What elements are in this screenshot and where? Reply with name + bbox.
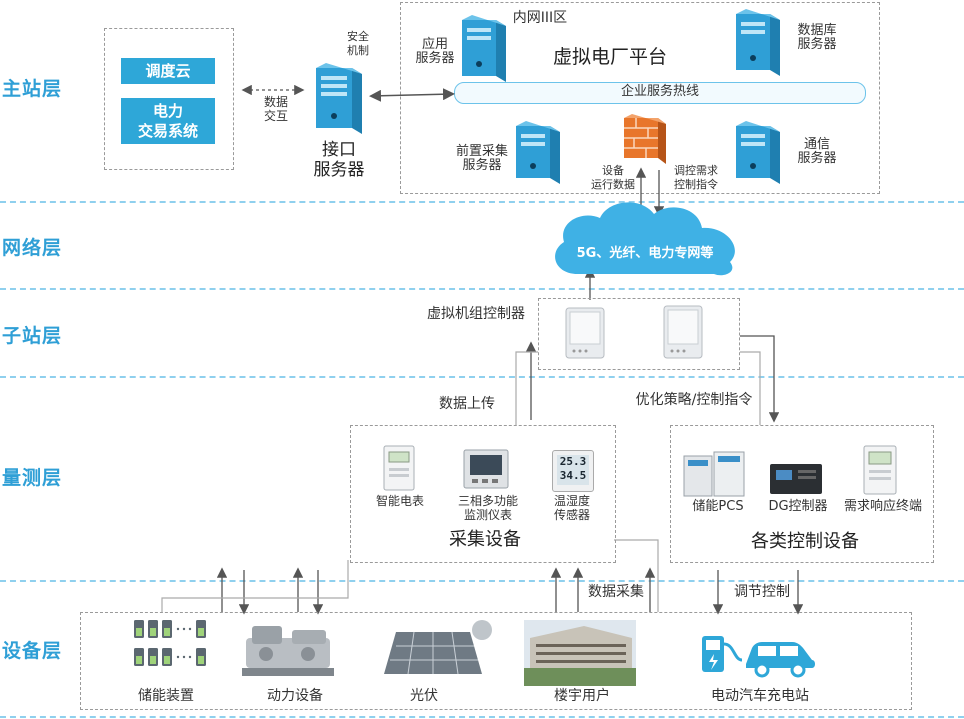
layer-device-label: 设备层 [2,640,63,662]
intranet-zone-label: 内网III区 [512,10,568,26]
ev-charging-icon [702,636,815,678]
power-equipment-icon [242,626,334,676]
control-cmd-label: 调控需求 控制指令 [674,164,718,191]
dr-terminal-icon [863,445,897,495]
controller-device-1-icon [565,307,605,359]
security-label: 安全 机制 [347,30,369,57]
layer-network-label: 网络层 [2,237,63,259]
control-devices-box [670,425,934,563]
device-data-label: 设备 运行数据 [591,164,635,191]
app-server-icon [462,15,506,82]
storage-pcs-label: 储能PCS [692,499,744,514]
controller-label: 虚拟机组控制器 [427,306,525,322]
temp-sensor-reading-1: 25.3 [559,455,587,468]
data-exchange-label: 数据 交互 [263,95,288,123]
divider-measure-device [0,580,964,582]
interface-server-icon [316,63,362,134]
divider-substation-measure [0,376,964,378]
strategy-label: 优化策略/控制指令 [635,392,753,408]
dg-controller-icon [770,464,822,494]
network-cloud-label: 5G、光纤、电力专网等 [576,246,714,261]
temp-sensor-icon: 25.3 34.5 [552,450,594,492]
divider-bottom [0,716,964,718]
collect-devices-box [350,425,616,563]
controller-device-2-icon [663,305,703,359]
pv-panel-icon [384,620,492,675]
layer-substation-label: 子站层 [2,325,63,347]
storage-label: 储能装置 [138,688,194,704]
comm-server-icon [736,121,780,184]
front-server-label: 前置采集 服务器 [455,144,508,173]
building-label: 楼宇用户 [554,688,610,704]
regulate-label: 调节控制 [734,584,790,600]
dg-controller-label: DG控制器 [768,499,828,514]
divider-network-substation [0,288,964,290]
device-layer-box [80,612,912,710]
front-server-icon [516,121,560,184]
network-cloud-icon [555,202,735,276]
app-server-label: 应用 服务器 [415,37,455,66]
controller-box [538,298,740,370]
dr-terminal-label: 需求响应终端 [843,499,922,514]
temp-sensor-reading-2: 34.5 [559,469,587,482]
service-bus-label: 企业服务热线 [620,84,699,99]
db-server-icon [736,9,780,76]
data-upload-label: 数据上传 [439,396,495,412]
layer-master-label: 主站层 [2,78,63,100]
power-trading-box: 电力 交易系统 [121,98,215,144]
temp-sensor-display: 25.3 34.5 [557,455,589,485]
interface-server-label: 接口 服务器 [313,140,365,180]
control-devices-title: 各类控制设备 [751,531,859,552]
multifunction-meter-label: 三相多功能 监测仪表 [457,494,518,522]
firewall-icon [624,114,666,164]
divider-master-network [0,201,964,203]
power-equip-label: 动力设备 [267,688,323,704]
comm-server-label: 通信 服务器 [797,137,837,166]
dispatch-cloud-box: 调度云 [121,58,215,84]
smart-meter-label: 智能电表 [375,494,424,508]
ev-station-label: 电动汽车充电站 [711,688,809,704]
temp-sensor-label: 温湿度 传感器 [553,494,590,522]
db-server-label: 数据库 服务器 [797,23,837,52]
multifunction-meter-icon [463,449,509,489]
data-collect-label: 数据采集 [588,584,644,600]
smart-meter-icon [383,445,415,491]
storage-pcs-icon [683,451,745,497]
collect-devices-title: 采集设备 [449,529,521,550]
storage-battery-icon [134,620,206,666]
vpp-platform-title: 虚拟电厂平台 [552,46,667,68]
building-photo-icon [524,620,636,686]
external-systems-box [104,28,234,170]
layer-measure-label: 量测层 [2,467,63,489]
pv-label: 光伏 [410,688,438,704]
